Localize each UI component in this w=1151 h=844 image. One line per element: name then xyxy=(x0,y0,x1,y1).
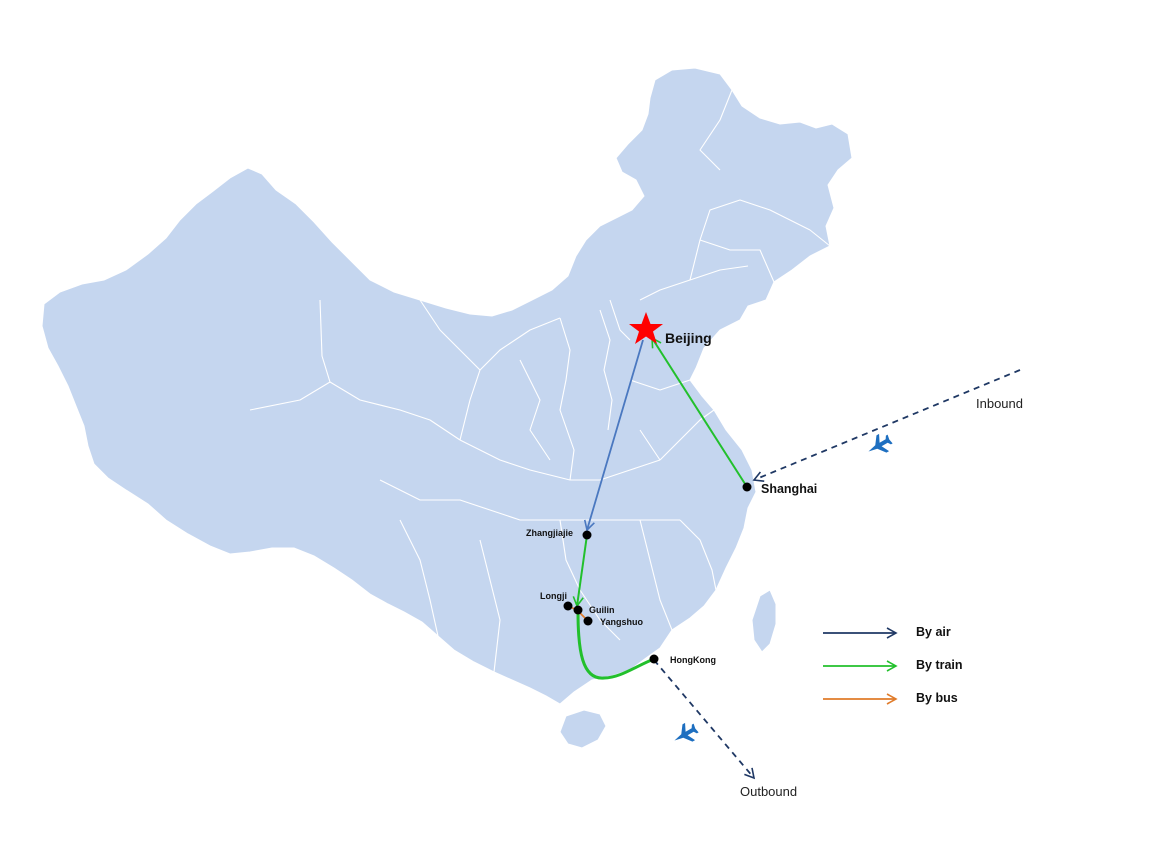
label-hongkong: HongKong xyxy=(670,655,716,665)
legend-label-train: By train xyxy=(916,658,963,672)
route-shanghai-beijing xyxy=(651,336,748,488)
label-guilin: Guilin xyxy=(589,605,615,615)
outbound-flight-route xyxy=(653,659,756,780)
label-longji: Longji xyxy=(540,591,567,601)
city-dot-longji xyxy=(563,601,573,611)
taiwan-island xyxy=(751,589,777,653)
legend-label-air: By air xyxy=(916,625,951,639)
legend xyxy=(823,627,898,705)
plane-icon xyxy=(674,722,699,742)
city-dot-guilin xyxy=(573,605,583,615)
plane-icon xyxy=(868,433,893,453)
city-dot-hongkong xyxy=(649,654,659,664)
legend-label-bus: By bus xyxy=(916,691,958,705)
hainan-island xyxy=(559,709,607,749)
route-guilin-hongkong xyxy=(576,611,655,680)
city-dot-yangshuo xyxy=(583,616,593,626)
star-icon xyxy=(629,312,663,344)
label-inbound: Inbound xyxy=(976,396,1023,411)
label-yangshuo: Yangshuo xyxy=(600,617,644,627)
china-landmass xyxy=(41,67,853,705)
route-beijing-zhangjiajie xyxy=(583,339,644,532)
label-shanghai: Shanghai xyxy=(761,482,818,496)
city-dot-zhangjiajie xyxy=(582,530,592,540)
label-beijing: Beijing xyxy=(665,330,712,346)
route-zhangjiajie-guilin xyxy=(572,534,588,608)
label-zhangjiajie: Zhangjiajie xyxy=(526,528,574,538)
province-borders xyxy=(249,89,831,673)
label-outbound: Outbound xyxy=(740,784,798,799)
city-dot-shanghai xyxy=(742,482,752,492)
inbound-flight-route xyxy=(752,369,1021,482)
